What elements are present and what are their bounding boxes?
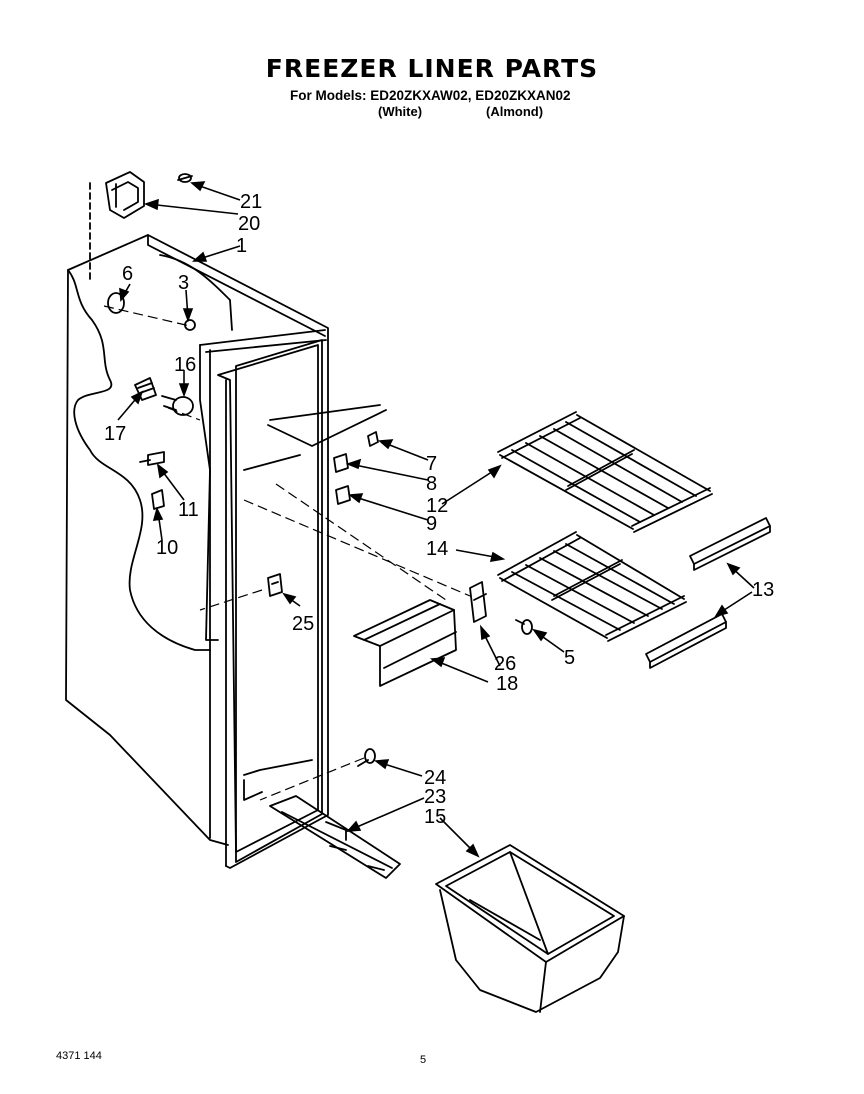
part-7-clip: [367, 431, 379, 447]
callout-leaders: [117, 181, 755, 858]
part-8-clip: [333, 453, 349, 473]
part-10-fastener: [151, 489, 165, 510]
part-23-bottom-rail: [269, 795, 401, 879]
callout-12: 12: [426, 495, 448, 517]
callout-24: 24: [424, 767, 446, 789]
part-18-crisper-support: [353, 599, 457, 687]
part-24-screw: [357, 748, 376, 767]
page-title: FREEZER LINER PARTS: [265, 54, 599, 83]
part-14-wire-shelf: [497, 531, 687, 642]
callout-25: 25: [292, 613, 314, 635]
callout-13: 13: [752, 579, 774, 601]
callout-21: 21: [240, 191, 262, 213]
callout-labels: 21 20 1 6 3 16 17 11 10 7 8 12 9 14 13 5…: [104, 191, 774, 828]
part-16-light-bulb: [161, 395, 194, 416]
color-almond-label: (Almond): [486, 104, 544, 119]
part-6-plug: [107, 292, 125, 314]
callout-8: 8: [426, 473, 437, 495]
part-1-freezer-liner: [65, 234, 387, 869]
callout-23: 23: [424, 786, 446, 808]
page-number: 5: [420, 1054, 427, 1066]
callout-17: 17: [104, 423, 126, 445]
callout-14: 14: [426, 538, 448, 560]
part-13-shelf-rails: [645, 517, 771, 669]
callout-15: 15: [424, 806, 446, 828]
callout-6: 6: [122, 263, 133, 285]
guide-lines: [103, 305, 471, 801]
callout-18: 18: [496, 673, 518, 695]
part-20-light-housing: [89, 171, 145, 281]
models-line: For Models: ED20ZKXAW02, ED20ZKXAN02: [290, 88, 571, 103]
part-25-clip: [267, 573, 283, 597]
part-11-fastener: [139, 451, 165, 466]
part-15-crisper-bin: [435, 844, 625, 1013]
part-5-screw: [515, 619, 533, 635]
callout-3: 3: [178, 272, 189, 294]
part-21-screw: [177, 173, 193, 183]
callout-5: 5: [564, 647, 575, 669]
callout-7: 7: [426, 453, 437, 475]
part-26-shelf-bracket: [469, 581, 487, 623]
callout-20: 20: [238, 213, 260, 235]
callout-1: 1: [236, 235, 247, 257]
callout-9: 9: [426, 513, 437, 535]
color-white-label: (White): [378, 104, 423, 119]
callout-26: 26: [494, 653, 516, 675]
document-number: 4371 144: [56, 1050, 102, 1062]
callout-11: 11: [178, 499, 199, 521]
callout-10: 10: [156, 537, 178, 559]
part-9-clip: [335, 485, 351, 505]
part-12-wire-shelf: [497, 411, 713, 533]
callout-16: 16: [174, 354, 196, 376]
